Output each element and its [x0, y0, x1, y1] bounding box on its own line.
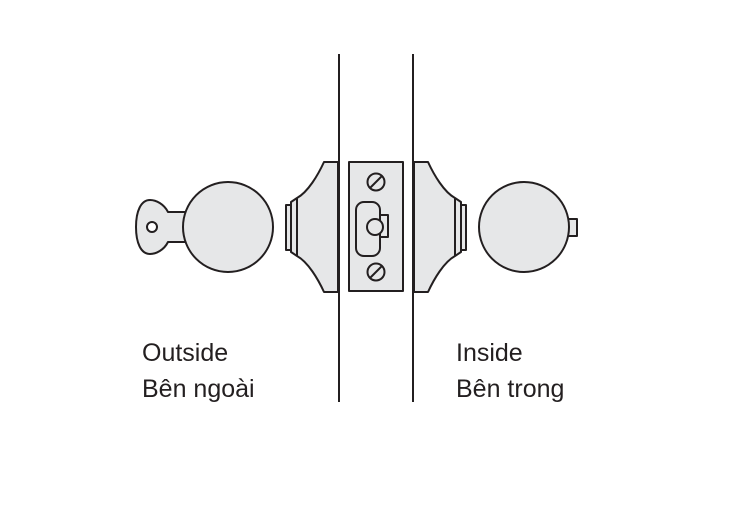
outside-label-english: Outside — [142, 339, 229, 367]
screw-icon — [366, 172, 386, 192]
screw-icon — [366, 262, 386, 282]
inside-label-vietnamese: Bên trong — [456, 375, 565, 403]
outside-label-vietnamese: Bên ngoài — [142, 375, 255, 403]
inside-label-english: Inside — [456, 339, 523, 367]
outside-knob — [182, 161, 339, 293]
inside-label: Inside Bên trong — [456, 335, 564, 407]
key-icon — [135, 199, 187, 255]
latch-faceplate — [348, 161, 404, 292]
outside-label: Outside Bên ngoài — [142, 335, 255, 407]
inside-knob — [413, 161, 578, 293]
